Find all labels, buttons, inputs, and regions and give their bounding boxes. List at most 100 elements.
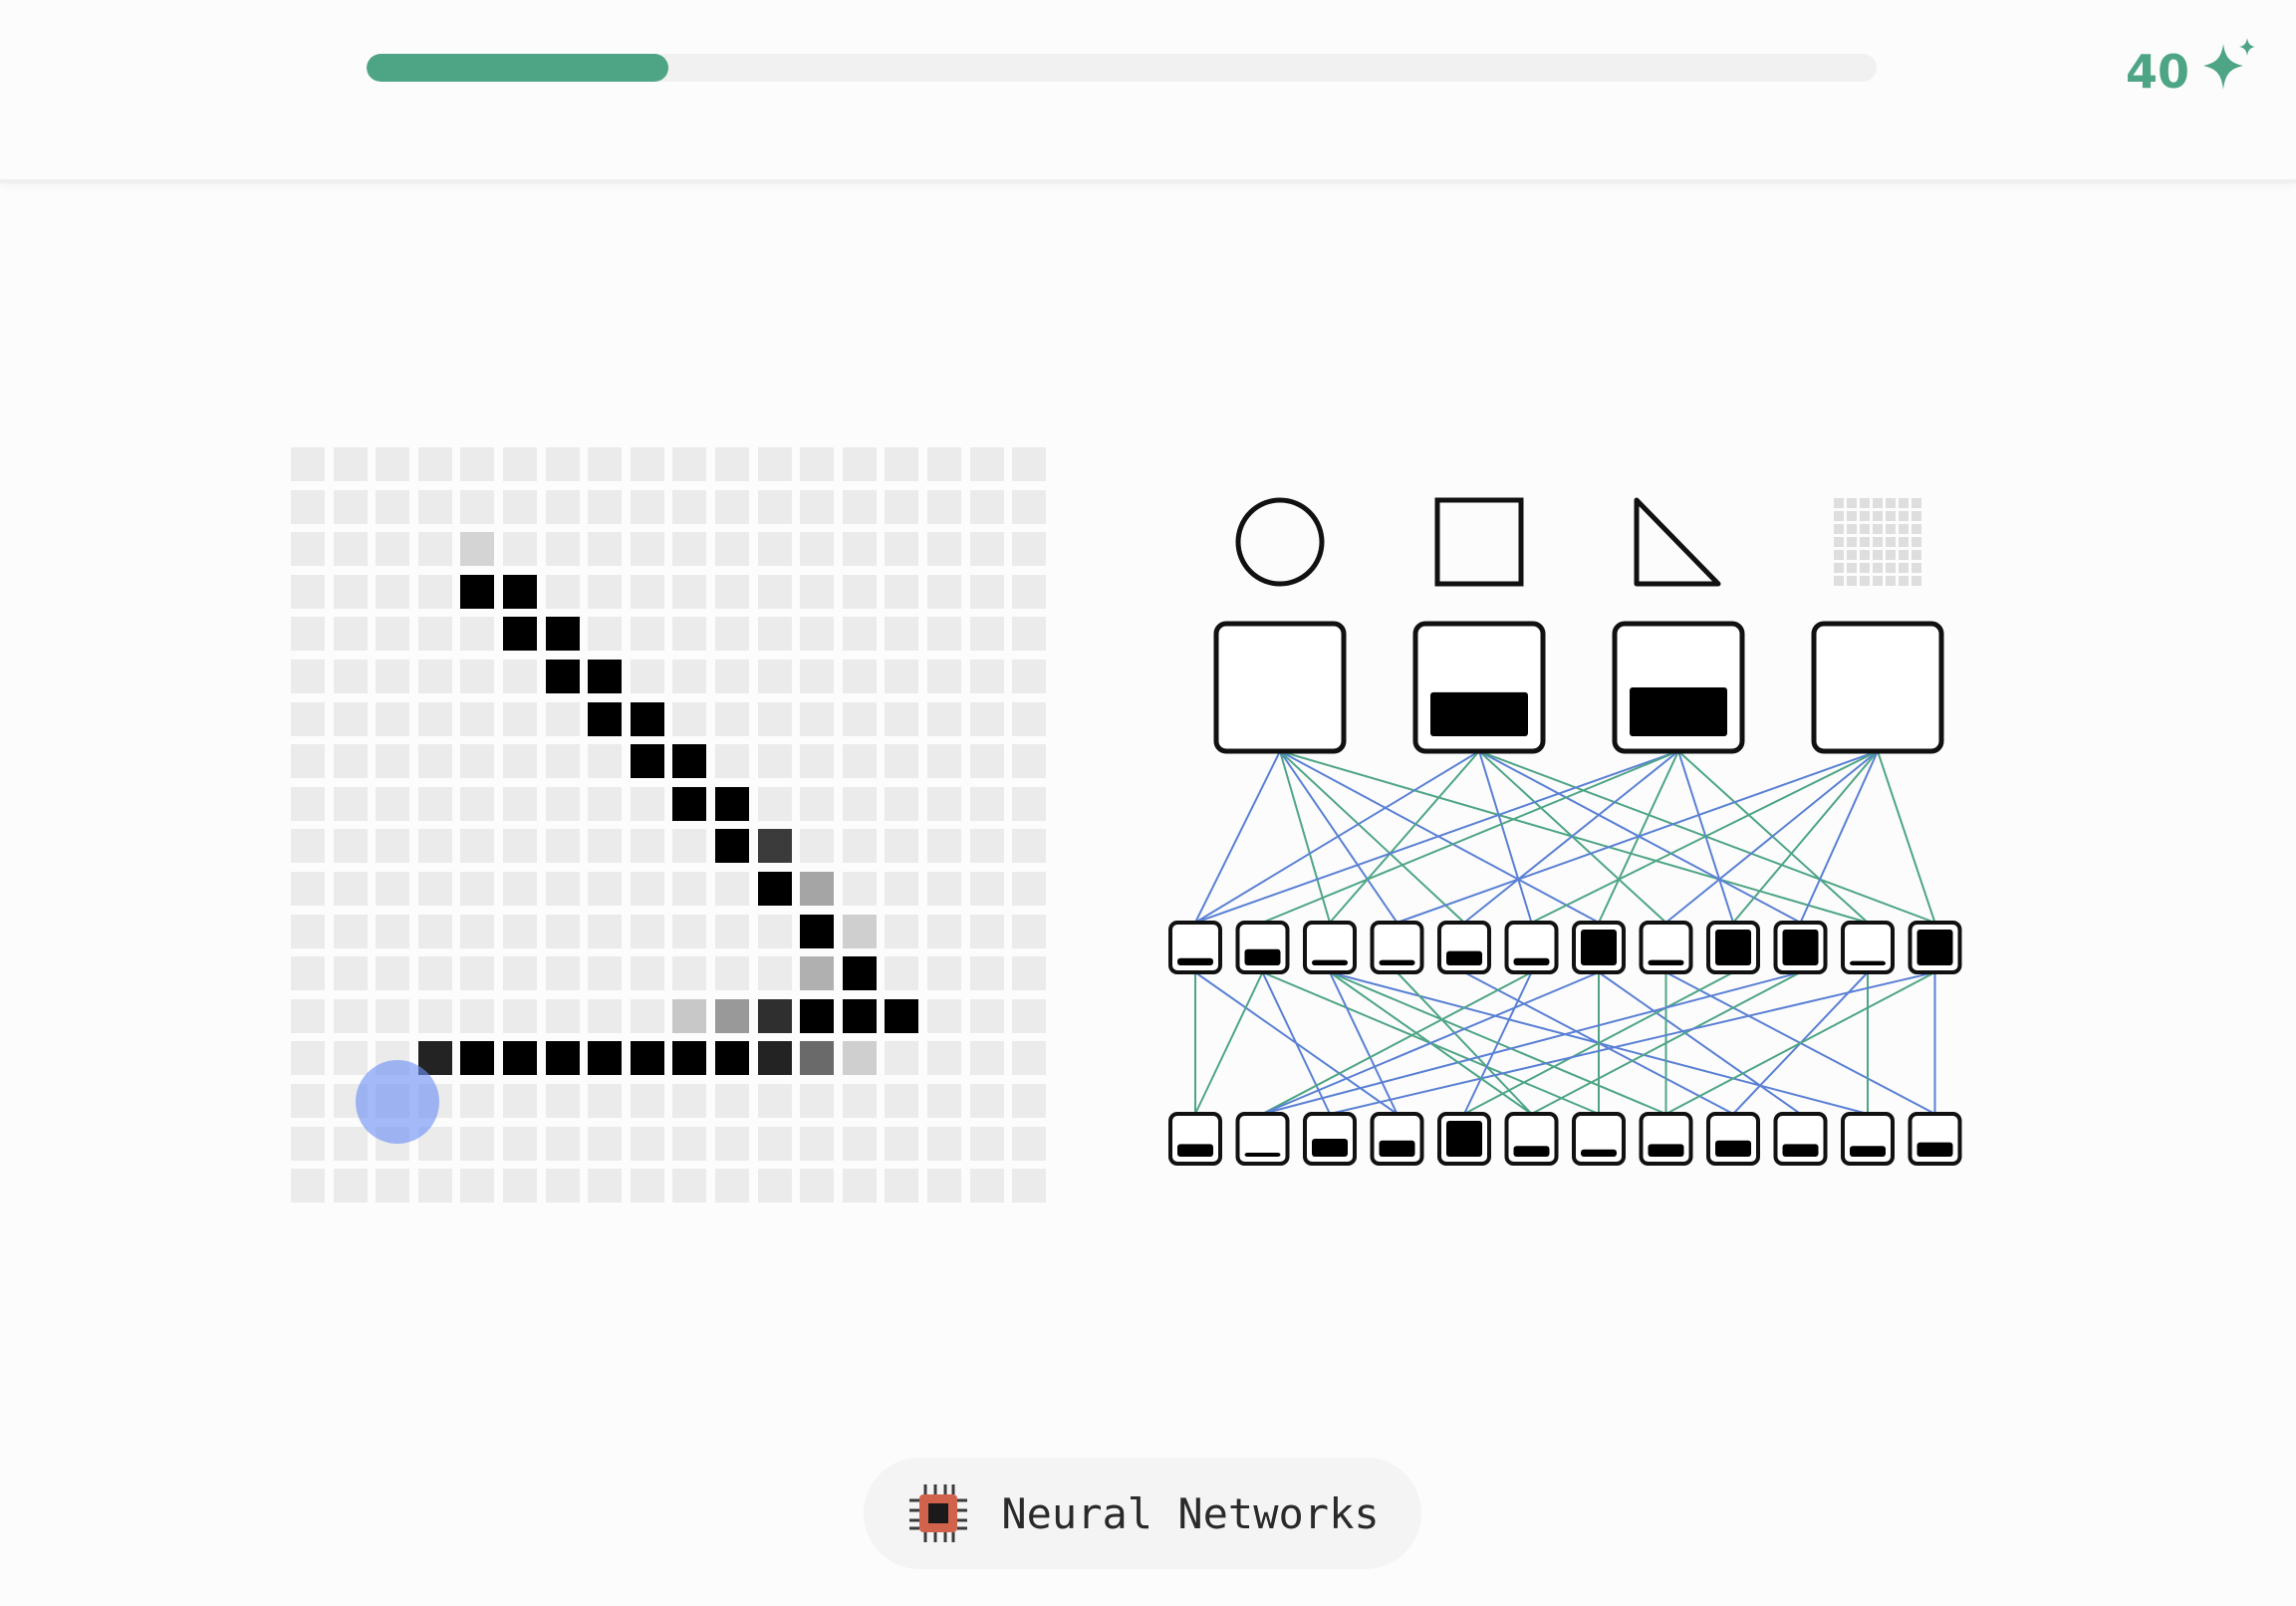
canvas-pixel[interactable] — [588, 489, 623, 524]
canvas-pixel[interactable] — [757, 872, 792, 906]
canvas-pixel[interactable] — [588, 872, 623, 906]
canvas-pixel[interactable] — [291, 701, 325, 736]
canvas-pixel[interactable] — [588, 1084, 623, 1118]
canvas-pixel[interactable] — [503, 532, 537, 567]
canvas-pixel[interactable] — [757, 1084, 792, 1118]
canvas-pixel[interactable] — [588, 956, 623, 991]
canvas-pixel[interactable] — [545, 1169, 580, 1204]
canvas-pixel[interactable] — [715, 829, 749, 864]
canvas-pixel[interactable] — [800, 447, 835, 481]
canvas-pixel[interactable] — [757, 956, 792, 991]
canvas-pixel[interactable] — [800, 998, 835, 1033]
canvas-pixel[interactable] — [757, 1169, 792, 1204]
canvas-pixel[interactable] — [800, 660, 835, 693]
canvas-pixel[interactable] — [885, 1041, 919, 1076]
canvas-pixel[interactable] — [1012, 744, 1047, 779]
canvas-pixel[interactable] — [460, 956, 495, 991]
canvas-pixel[interactable] — [376, 489, 410, 524]
canvas-pixel[interactable] — [800, 489, 835, 524]
canvas-pixel[interactable] — [291, 998, 325, 1033]
canvas-pixel[interactable] — [503, 660, 537, 693]
canvas-pixel[interactable] — [630, 660, 664, 693]
canvas-pixel[interactable] — [969, 744, 1004, 779]
canvas-pixel[interactable] — [672, 574, 707, 609]
canvas-pixel[interactable] — [927, 956, 961, 991]
canvas-pixel[interactable] — [672, 660, 707, 693]
canvas-pixel[interactable] — [545, 447, 580, 481]
canvas-pixel[interactable] — [333, 1041, 368, 1076]
canvas-pixel[interactable] — [715, 574, 749, 609]
canvas-pixel[interactable] — [800, 574, 835, 609]
canvas-pixel[interactable] — [417, 872, 452, 906]
canvas-pixel[interactable] — [545, 872, 580, 906]
canvas-pixel[interactable] — [757, 617, 792, 652]
canvas-pixel[interactable] — [291, 574, 325, 609]
canvas-pixel[interactable] — [672, 701, 707, 736]
canvas-pixel[interactable] — [927, 574, 961, 609]
canvas-pixel[interactable] — [672, 1169, 707, 1204]
canvas-pixel[interactable] — [969, 660, 1004, 693]
canvas-pixel[interactable] — [757, 447, 792, 481]
canvas-pixel[interactable] — [969, 872, 1004, 906]
canvas-pixel[interactable] — [545, 998, 580, 1033]
canvas-pixel[interactable] — [969, 786, 1004, 821]
canvas-pixel[interactable] — [842, 489, 877, 524]
canvas-pixel[interactable] — [800, 1126, 835, 1161]
canvas-pixel[interactable] — [588, 1126, 623, 1161]
canvas-pixel[interactable] — [927, 744, 961, 779]
canvas-pixel[interactable] — [672, 447, 707, 481]
canvas-pixel[interactable] — [630, 447, 664, 481]
canvas-pixel[interactable] — [588, 914, 623, 948]
canvas-pixel[interactable] — [969, 701, 1004, 736]
canvas-pixel[interactable] — [417, 829, 452, 864]
canvas-pixel[interactable] — [672, 872, 707, 906]
canvas-pixel[interactable] — [503, 872, 537, 906]
canvas-pixel[interactable] — [969, 489, 1004, 524]
canvas-pixel[interactable] — [715, 1041, 749, 1076]
canvas-pixel[interactable] — [376, 829, 410, 864]
canvas-pixel[interactable] — [333, 1126, 368, 1161]
canvas-pixel[interactable] — [672, 956, 707, 991]
canvas-pixel[interactable] — [757, 660, 792, 693]
canvas-pixel[interactable] — [460, 1169, 495, 1204]
canvas-pixel[interactable] — [460, 786, 495, 821]
canvas-pixel[interactable] — [588, 574, 623, 609]
canvas-pixel[interactable] — [969, 617, 1004, 652]
canvas-pixel[interactable] — [1012, 489, 1047, 524]
canvas-pixel[interactable] — [417, 786, 452, 821]
canvas-pixel[interactable] — [800, 701, 835, 736]
canvas-pixel[interactable] — [417, 998, 452, 1033]
canvas-pixel[interactable] — [376, 914, 410, 948]
canvas-pixel[interactable] — [291, 1084, 325, 1118]
canvas-pixel[interactable] — [672, 1041, 707, 1076]
canvas-pixel[interactable] — [376, 701, 410, 736]
canvas-pixel[interactable] — [376, 872, 410, 906]
canvas-pixel[interactable] — [969, 574, 1004, 609]
canvas-pixel[interactable] — [969, 956, 1004, 991]
canvas-pixel[interactable] — [842, 829, 877, 864]
canvas-pixel[interactable] — [842, 617, 877, 652]
canvas-pixel[interactable] — [842, 574, 877, 609]
canvas-pixel[interactable] — [588, 744, 623, 779]
canvas-pixel[interactable] — [800, 744, 835, 779]
canvas-pixel[interactable] — [715, 447, 749, 481]
canvas-pixel[interactable] — [291, 956, 325, 991]
canvas-pixel[interactable] — [630, 1126, 664, 1161]
canvas-pixel[interactable] — [842, 1041, 877, 1076]
canvas-pixel[interactable] — [672, 532, 707, 567]
canvas-pixel[interactable] — [630, 701, 664, 736]
canvas-pixel[interactable] — [460, 872, 495, 906]
canvas-pixel[interactable] — [885, 617, 919, 652]
canvas-pixel[interactable] — [927, 447, 961, 481]
canvas-pixel[interactable] — [927, 829, 961, 864]
canvas-pixel[interactable] — [1012, 617, 1047, 652]
canvas-pixel[interactable] — [376, 998, 410, 1033]
canvas-pixel[interactable] — [545, 1041, 580, 1076]
canvas-pixel[interactable] — [417, 744, 452, 779]
canvas-pixel[interactable] — [1012, 447, 1047, 481]
canvas-pixel[interactable] — [757, 1126, 792, 1161]
canvas-pixel[interactable] — [842, 701, 877, 736]
canvas-pixel[interactable] — [800, 872, 835, 906]
canvas-pixel[interactable] — [672, 1084, 707, 1118]
canvas-pixel[interactable] — [885, 872, 919, 906]
